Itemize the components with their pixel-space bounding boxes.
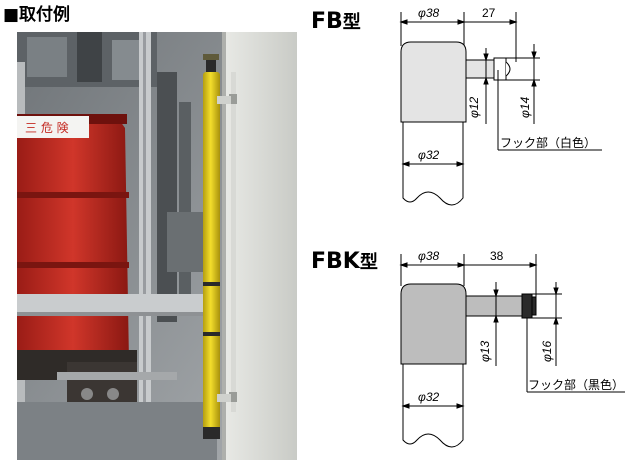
fb-dim-body-width: φ38	[418, 6, 440, 20]
installation-photo-drawing: 三 危 険	[17, 32, 297, 460]
installation-photo: 三 危 険	[17, 32, 297, 460]
fb-hook-callout: フック部（白色）	[500, 136, 597, 150]
warning-sign-text: 三 危 険	[25, 121, 69, 135]
fbk-model-title-kanji: 型	[359, 252, 378, 273]
fb-dim-pipe: φ32	[418, 148, 440, 162]
fb-model-title-kanji: 型	[342, 12, 361, 33]
fb-model-title-latin: FB	[311, 9, 343, 34]
fb-dim-length: 27	[482, 6, 496, 20]
fb-dim-hook: φ14	[518, 96, 532, 118]
fb-drawing	[399, 12, 602, 206]
fb-model-title: FB型	[311, 8, 361, 34]
fbk-dim-body-width: φ38	[418, 249, 440, 263]
fbk-model-title: FBK型	[311, 248, 378, 274]
fbk-dim-length: 38	[490, 249, 504, 263]
fbk-dim-hook: φ16	[540, 340, 554, 362]
fb-dim-shaft: φ12	[467, 96, 481, 118]
section-heading: ■取付例	[3, 5, 71, 25]
fbk-dim-shaft: φ13	[478, 340, 492, 362]
fbk-hook-callout: フック部（黒色）	[528, 378, 625, 392]
fbk-dim-pipe: φ32	[418, 390, 440, 404]
fbk-drawing	[399, 254, 625, 448]
fbk-model-title-latin: FBK	[311, 249, 360, 274]
